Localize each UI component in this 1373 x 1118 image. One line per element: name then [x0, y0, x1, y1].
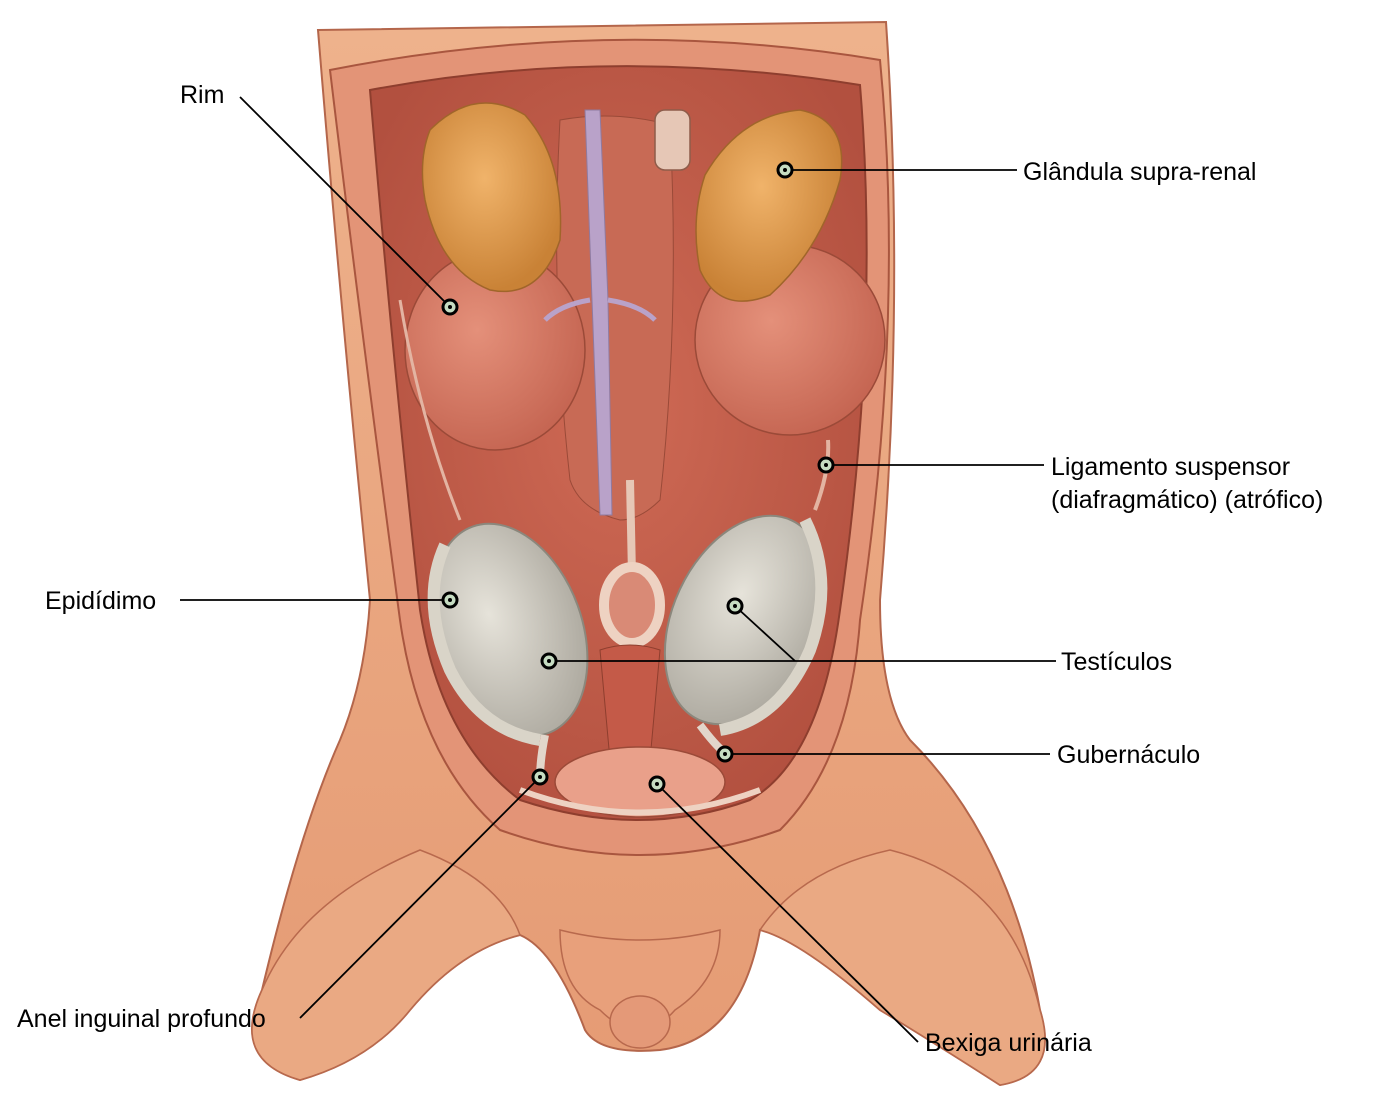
- glans: [610, 996, 670, 1048]
- label-testiculos: Testículos: [1061, 648, 1172, 676]
- label-epididimo: Epidídimo: [45, 587, 156, 615]
- label-ligamento-line1: Ligamento suspensor: [1051, 453, 1290, 481]
- umbilical-ring: [604, 567, 660, 643]
- label-ligamento-line2: (diafragmático) (atrófico): [1051, 486, 1323, 514]
- label-glandula: Glândula supra-renal: [1023, 158, 1256, 186]
- esophagus-stump: [655, 110, 690, 170]
- label-bexiga: Bexiga urinária: [925, 1029, 1092, 1057]
- label-anel: Anel inguinal profundo: [17, 1005, 266, 1033]
- urachus: [630, 480, 632, 575]
- label-gubernaculo: Gubernáculo: [1057, 741, 1200, 769]
- label-rim: Rim: [180, 81, 224, 109]
